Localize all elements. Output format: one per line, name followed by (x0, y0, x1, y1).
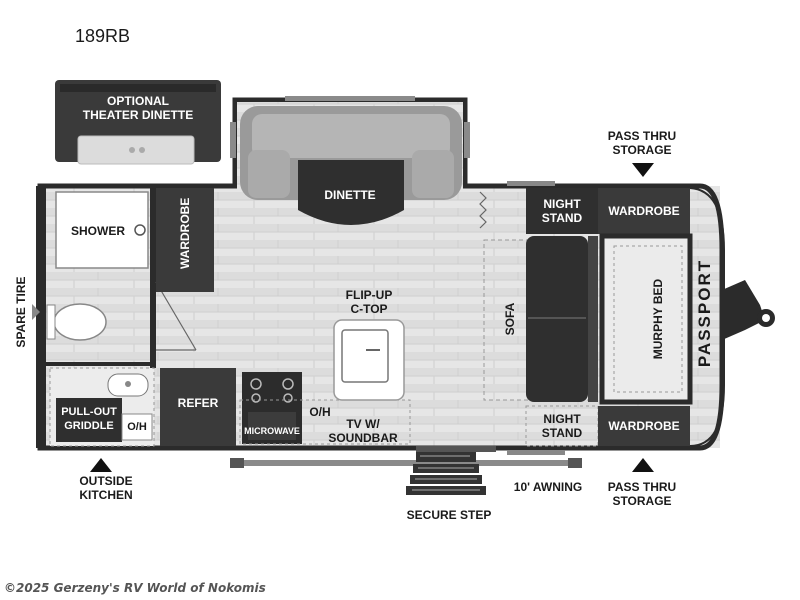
exterior-wall (37, 97, 725, 451)
hitch (722, 280, 765, 340)
label-pass-thru-storage-bottom: PASS THRU STORAGE (607, 480, 677, 508)
kitchen-oh-box (121, 413, 153, 441)
copyright-text: ©2025 Gerzeny's RV World of Nokomis (4, 581, 266, 595)
range-top (242, 372, 302, 406)
label-wardrobe-bottom: WARDROBE (608, 419, 680, 433)
toilet (53, 303, 107, 341)
front-window-rect (507, 450, 565, 455)
label-shower: SHOWER (71, 224, 125, 238)
pass-thru-top-arrow-icon (632, 163, 654, 177)
bath-partition (150, 188, 156, 368)
label-refer: REFER (177, 396, 219, 410)
label-pass-thru-storage-top: PASS THRU STORAGE (607, 129, 677, 157)
dinette-table-shape (298, 160, 404, 225)
door-threshold (416, 446, 496, 452)
secure-step-graphic (406, 452, 486, 495)
bath-bottom-wall (46, 362, 150, 366)
wall-zigzag (479, 191, 487, 229)
label-microwave: MICROWAVE (244, 426, 300, 436)
murphy-bed (599, 233, 693, 405)
bath-door-swing (155, 281, 197, 351)
slideout-sidebar-left (230, 122, 236, 158)
label-outside-kitchen: OUTSIDE KITCHEN (79, 474, 133, 502)
label-wardrobe-bath: WARDROBE (178, 197, 192, 269)
flip-up-sink (341, 329, 389, 383)
shower-drain (134, 224, 146, 236)
theater-dinette-top (60, 84, 216, 92)
label-sofa: SOFA (503, 302, 517, 336)
label-oh: O/H (309, 405, 331, 419)
dinette-back (252, 114, 450, 158)
theater-dinette-table (77, 135, 195, 165)
label-secure-step: SECURE STEP (406, 508, 492, 522)
refrigerator (160, 368, 236, 446)
label-wardrobe-top: WARDROBE (608, 204, 680, 218)
awning-bar (230, 460, 582, 466)
front-counter (239, 399, 411, 445)
label-spare-tire: SPARE TIRE (14, 276, 28, 348)
label-awning: 10' AWNING (513, 480, 583, 494)
label-kitchen-oh: O/H (127, 421, 147, 433)
label-optional-theater-dinette: OPTIONAL THEATER DINETTE (82, 94, 194, 122)
label-night-stand-top: NIGHT STAND (541, 197, 583, 225)
top-window-rect (507, 181, 555, 186)
label-tv-soundbar: TV W/ SOUNDBAR (328, 417, 398, 445)
label-night-stand-bottom: NIGHT STAND (541, 412, 583, 440)
bath-wardrobe (156, 188, 214, 292)
dinette-seat-left (248, 150, 290, 198)
label-murphy-bed: MURPHY BED (651, 278, 665, 360)
outside-kitchen-arrow-icon (90, 458, 112, 472)
label-flip-up-c-top: FLIP-UP C-TOP (345, 288, 393, 316)
brand-logo: PASSPORT (695, 258, 714, 368)
spare-tire-marker (32, 304, 40, 320)
night-stand-top (526, 188, 598, 234)
label-pull-out-griddle: PULL-OUT GRIDDLE (61, 406, 117, 432)
shower (55, 191, 149, 269)
sofa-back (588, 236, 598, 402)
pass-thru-bottom-arrow-icon (632, 458, 654, 472)
slideout-sidebar-right (464, 122, 470, 158)
dinette-seat-right (412, 150, 454, 198)
wardrobe-top-box (598, 188, 690, 234)
wardrobe-bottom-box (598, 406, 690, 446)
griddle-box (56, 398, 122, 442)
rear-wall (36, 186, 46, 448)
label-dinette: DINETTE (324, 188, 376, 202)
model-title: 189RB (75, 26, 131, 46)
slideout-topbar (285, 96, 415, 101)
